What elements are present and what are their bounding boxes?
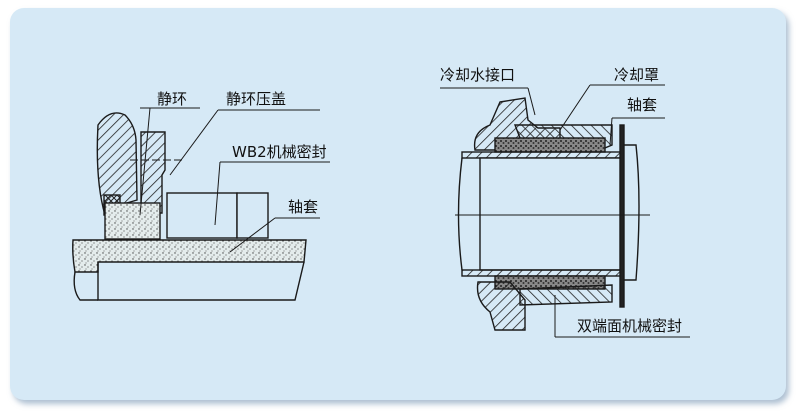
wb2-seal-body: [166, 192, 238, 239]
sleeve-top: [461, 151, 623, 159]
label-cooling-cover: 冷却罩: [614, 66, 659, 84]
label-cooling-inlet: 冷却水接口: [440, 66, 515, 84]
shaft: [97, 261, 305, 301]
cooling-inlet-flange-bottom: [476, 281, 526, 331]
label-stationary-ring: 静环: [157, 90, 187, 108]
shaft-body: [479, 157, 623, 271]
left-seal-diagram: [72, 107, 330, 301]
cooling-cover-bottom: [519, 284, 613, 306]
stationary-ring-gland: [140, 131, 166, 214]
label-ring-gland: 静环压盖: [226, 90, 286, 108]
end-plate: [619, 124, 625, 308]
label-double-seal: 双端面机械密封: [577, 317, 682, 335]
stationary-ring: [104, 202, 161, 240]
label-sleeve-right: 轴套: [627, 96, 657, 114]
pump-housing: [96, 112, 138, 217]
label-wb2-seal: WB2机械密封: [232, 143, 327, 161]
right-seal-diagram: [440, 84, 690, 338]
label-sleeve-left: 轴套: [288, 198, 318, 216]
shaft-sleeve: [72, 239, 307, 273]
sleeve-bottom: [461, 269, 623, 277]
wb2-seal-spring: [236, 192, 269, 239]
shaft-end: [624, 144, 640, 281]
seal-faces-top: [494, 137, 606, 153]
